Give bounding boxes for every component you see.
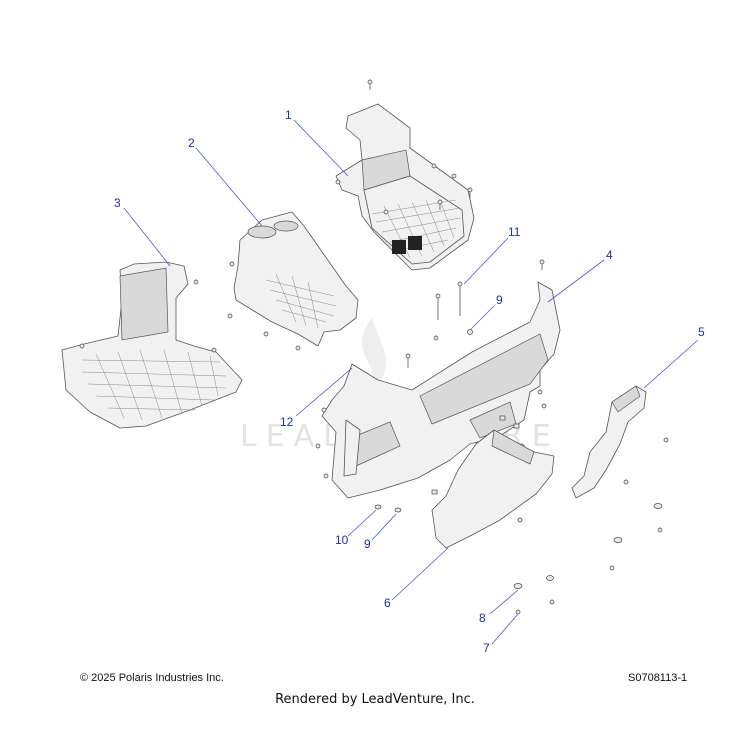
callout-5: 5	[698, 325, 705, 339]
copyright-text: © 2025 Polaris Industries Inc.	[80, 672, 224, 684]
callout-11: 11	[508, 225, 521, 239]
callout-9a: 9	[496, 293, 503, 307]
callout-3: 3	[114, 196, 121, 210]
rendered-by-text: Rendered by LeadVenture, Inc.	[275, 692, 475, 707]
callout-4: 4	[606, 248, 613, 262]
part-5-side-panel[interactable]	[571, 385, 669, 571]
part-1-rear-floor-panel[interactable]	[335, 79, 475, 271]
callout-6: 6	[384, 596, 391, 610]
callout-leaders	[123, 119, 699, 645]
part-2-center-console[interactable]	[227, 211, 359, 351]
callout-8: 8	[479, 611, 486, 625]
callout-1: 1	[285, 108, 292, 122]
callout-10: 10	[335, 533, 349, 547]
figure-id: S0708113-1	[628, 672, 688, 684]
callout-12: 12	[280, 415, 294, 429]
part-3-front-floor-panel[interactable]	[61, 261, 243, 429]
part-4-firewall-panel[interactable]	[315, 259, 561, 499]
callout-labels: 1 2 3 4 5 6 7 8 9 9 10 11 12	[114, 108, 705, 655]
callout-7: 7	[483, 641, 490, 655]
part-6-lower-panel[interactable]	[431, 429, 555, 549]
hardware-group-9-10	[374, 504, 402, 513]
hardware-group-7-8	[513, 575, 555, 615]
callout-9b: 9	[364, 537, 371, 551]
callout-2: 2	[188, 136, 195, 150]
